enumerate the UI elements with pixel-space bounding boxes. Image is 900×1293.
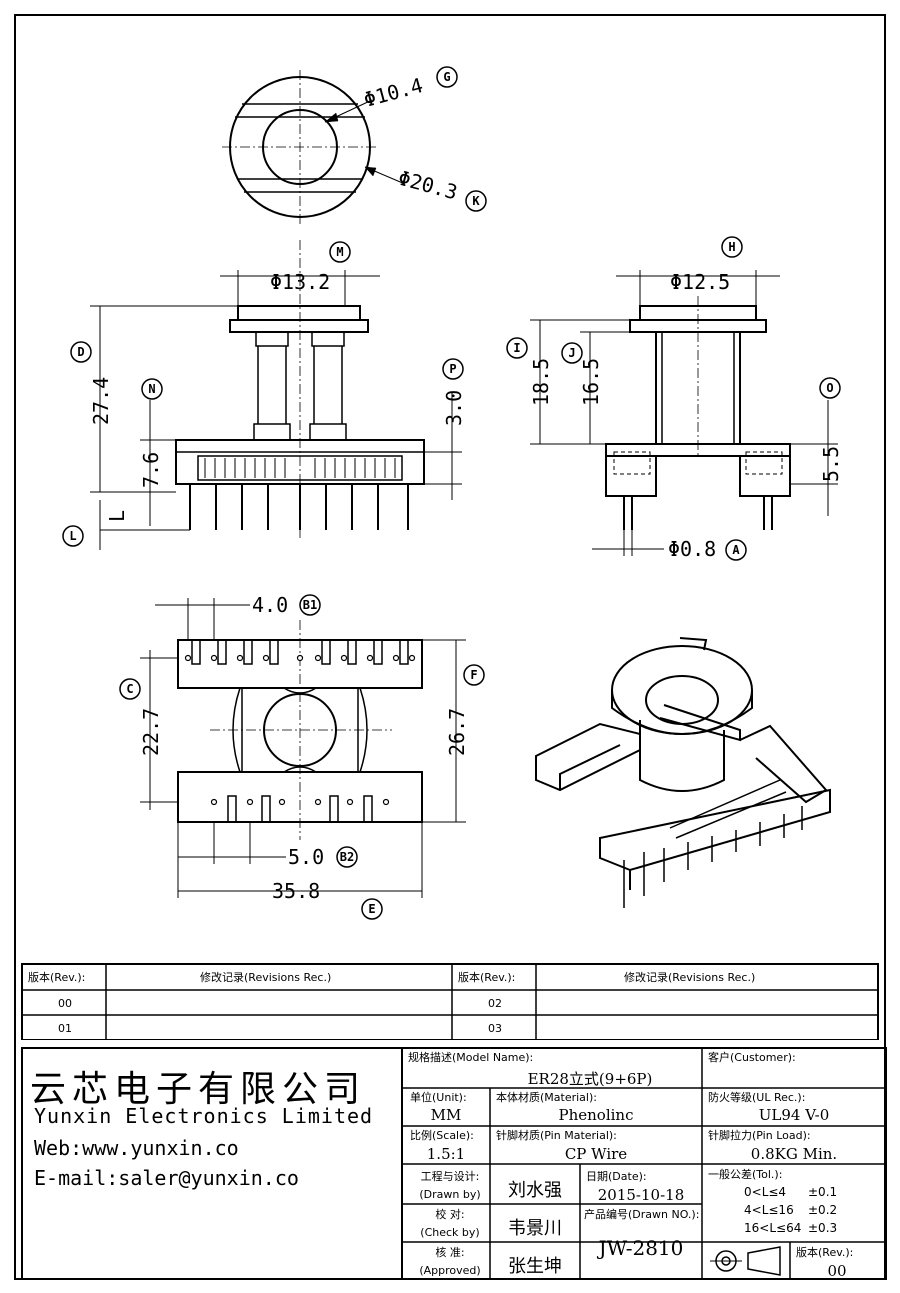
dim-length: 35.8	[272, 879, 320, 903]
tag-f: F	[470, 668, 477, 682]
company-email: E-mail:saler@yunxin.co	[34, 1166, 299, 1190]
model-label: 规格描述(Model Name):	[408, 1051, 534, 1064]
title-block	[21, 1047, 887, 1280]
dim-side-pin: Φ0.8	[668, 537, 716, 561]
dim-side-h2: 16.5	[579, 358, 603, 406]
approved-label: 核 准:	[435, 1246, 465, 1259]
pin-material-value: CP Wire	[564, 1145, 628, 1163]
tag-m: M	[336, 245, 343, 259]
model-value: ER28立式(9+6P)	[527, 1070, 653, 1088]
dim-width-f: 26.7	[445, 708, 469, 756]
drawn-no-label: 产品编号(Drawn NO.):	[584, 1208, 700, 1221]
tag-b2: B2	[340, 850, 354, 864]
tag-a: A	[732, 543, 740, 557]
front-view	[90, 240, 462, 550]
top-view	[222, 70, 406, 225]
dim-side-base: 5.5	[819, 446, 843, 482]
pin-load-value: 0.8KG Min.	[750, 1145, 838, 1163]
unit-label: 单位(Unit):	[410, 1091, 467, 1104]
tag-i: I	[513, 341, 520, 355]
tag-c: C	[126, 682, 133, 696]
tag-p: P	[449, 362, 456, 376]
rec-header-right: 修改记录(Revisions Rec.)	[624, 971, 756, 984]
tag-b1: B1	[303, 598, 317, 612]
tag-k: K	[472, 194, 480, 208]
rev-row: 00	[58, 997, 72, 1010]
tol-range: 4<L≤16	[744, 1203, 794, 1217]
check-label: 校 对:	[435, 1208, 465, 1221]
dim-width-c: 22.7	[139, 708, 163, 756]
dim-side-h1: 18.5	[529, 358, 553, 406]
rev-header-left: 版本(Rev.):	[28, 971, 86, 984]
material-value: Phenolinc	[558, 1106, 634, 1124]
drawn-no-value: JW-2810	[598, 1236, 684, 1260]
company-name-cn: 云芯电子有限公司	[30, 1069, 367, 1110]
company-web: Web:www.yunxin.co	[34, 1136, 239, 1160]
tag-e: E	[368, 902, 375, 916]
ul-label: 防火等级(UL Rec.):	[708, 1091, 806, 1104]
dim-front-height: 27.4	[89, 377, 113, 425]
dim-d-inner: Φ10.4	[361, 73, 425, 112]
drawn-value: 刘水强	[508, 1180, 562, 1201]
rec-header-left: 修改记录(Revisions Rec.)	[200, 971, 332, 984]
tol-label: 一般公差(Tol.):	[708, 1168, 783, 1181]
dim-front-gap: 3.0	[442, 390, 466, 426]
tag-n: N	[148, 382, 155, 396]
date-value: 2015-10-18	[597, 1186, 685, 1204]
revisions-table	[21, 963, 879, 1040]
tol-range: 0<L≤4	[744, 1185, 787, 1199]
tag-o: O	[826, 381, 833, 395]
scale-value: 1.5:1	[426, 1145, 466, 1163]
tag-j: J	[568, 346, 575, 360]
dim-side-flange: Φ12.5	[670, 270, 730, 294]
dim-front-pin: L	[105, 510, 129, 522]
dim-front-base: 7.6	[139, 452, 163, 488]
tol-value: ±0.1	[808, 1185, 838, 1199]
company-name-en: Yunxin Electronics Limited	[34, 1104, 374, 1128]
tag-h: H	[728, 240, 735, 254]
tol-value: ±0.3	[808, 1221, 838, 1235]
date-label: 日期(Date):	[586, 1170, 647, 1183]
check-value: 韦景川	[508, 1218, 562, 1239]
rev-value: 00	[827, 1262, 847, 1280]
rev-row: 03	[488, 1022, 502, 1035]
tag-g: G	[443, 70, 450, 84]
dim-d-outer: Φ20.3	[396, 166, 460, 205]
rev-row: 02	[488, 997, 502, 1010]
isometric-view	[535, 637, 831, 908]
material-label: 本体材质(Material):	[496, 1091, 597, 1104]
rev-header-right: 版本(Rev.):	[458, 971, 516, 984]
rev-row: 01	[58, 1022, 72, 1035]
scale-label: 比例(Scale):	[410, 1129, 474, 1142]
technical-drawing: Φ10.4 Φ20.3 G K	[62, 66, 843, 920]
dim-front-flange: Φ13.2	[270, 270, 330, 294]
tol-value: ±0.2	[808, 1203, 838, 1217]
ul-value: UL94 V-0	[758, 1106, 830, 1124]
drawn-label-en: (Drawn by)	[419, 1188, 481, 1201]
rev-label: 版本(Rev.):	[796, 1246, 854, 1259]
side-view	[530, 270, 838, 556]
unit-value: MM	[430, 1106, 462, 1124]
dim-pitch1: 4.0	[252, 593, 288, 617]
tag-d: D	[77, 345, 84, 359]
bottom-view	[140, 598, 466, 898]
customer-label: 客户(Customer):	[708, 1051, 796, 1064]
approved-label-en: (Approved)	[419, 1264, 481, 1277]
pin-load-label: 针脚拉力(Pin Load):	[708, 1129, 811, 1142]
drawn-label: 工程与设计:	[420, 1170, 480, 1183]
tol-range: 16<L≤64	[744, 1221, 802, 1235]
tag-l: L	[69, 529, 76, 543]
approved-value: 张生坤	[508, 1256, 562, 1277]
check-label-en: (Check by)	[420, 1226, 480, 1239]
dim-pitch2: 5.0	[288, 845, 324, 869]
pin-material-label: 针脚材质(Pin Material):	[496, 1129, 617, 1142]
